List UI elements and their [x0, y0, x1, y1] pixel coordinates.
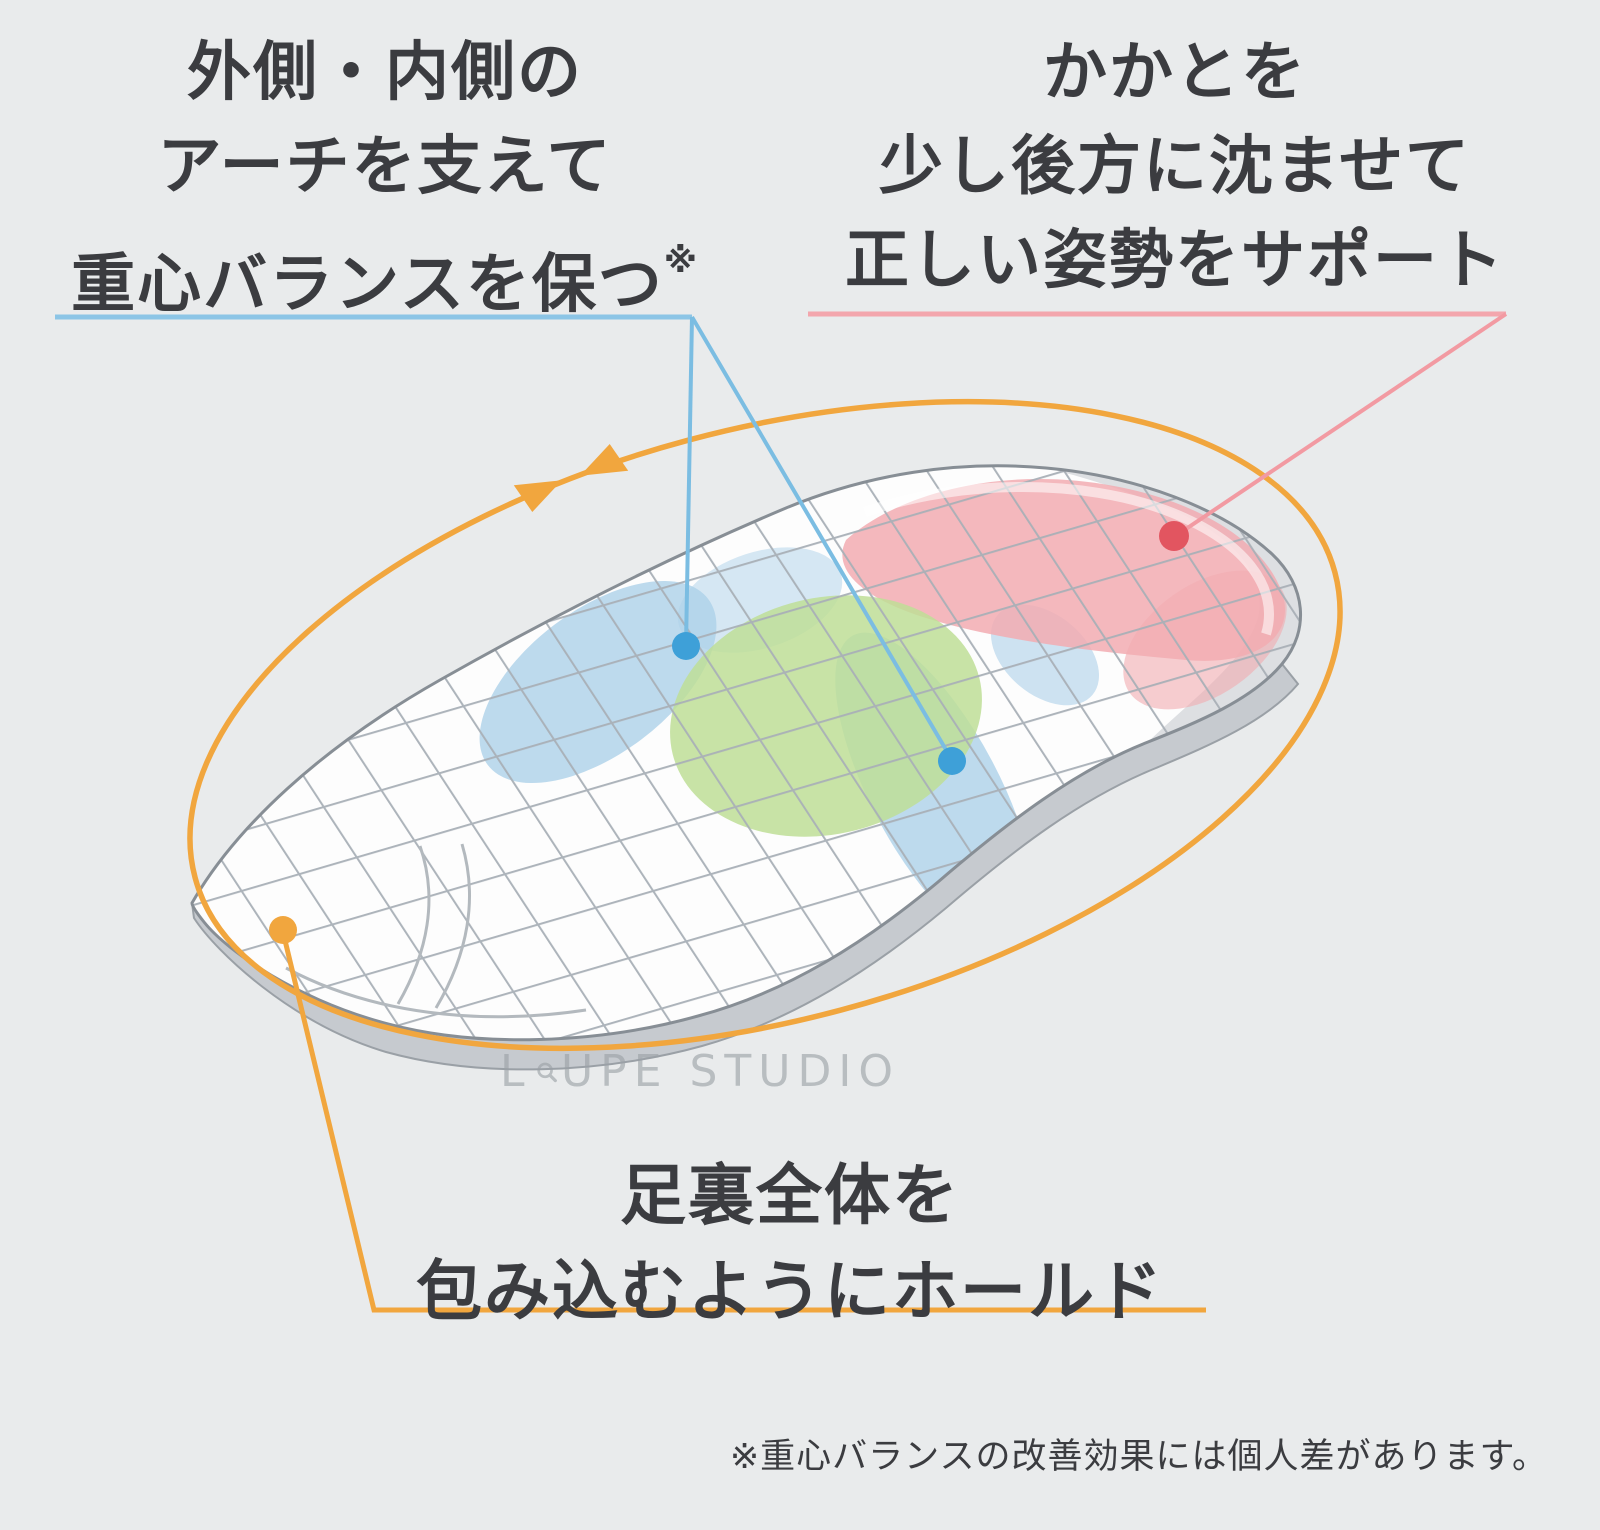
callout-full-sole-hold: 足裏全体を 包み込むようにホールド [240, 1148, 1340, 1340]
watermark-prefix: L [500, 1046, 532, 1097]
marker-dots [269, 521, 1189, 944]
footnote-text: ※重心バランスの改善効果には個人差があります。 [729, 1437, 1548, 1477]
heel-rim-highlight [863, 482, 1274, 636]
loop-arrowhead-right [580, 443, 629, 476]
callout-hold-line2: 包み込むようにホールド [416, 1253, 1164, 1330]
callout-arch-line3-text: 重心バランスを保つ [71, 248, 664, 322]
arch-dot-inner [938, 747, 966, 775]
callout-heel-line1: かかとを [1043, 36, 1307, 110]
hold-dot [269, 916, 297, 944]
callout-hold-line1: 足裏全体を [620, 1157, 960, 1234]
callout-heel-line2: 少し後方に沈ませて [878, 130, 1472, 204]
footnote-mark: ※ [663, 241, 699, 281]
hold-leader [280, 931, 1206, 1313]
watermark: L UPE STUDIO [500, 1046, 900, 1097]
arch-dot-outer [672, 632, 700, 660]
heel-leader [1172, 312, 1508, 539]
callout-heel-support: かかとを 少し後方に沈ませて 正しい姿勢をサポート [800, 26, 1550, 308]
arch-leader-inner [690, 315, 954, 762]
callout-arch-line1: 外側・内側の [187, 36, 583, 110]
leader-lines [55, 311, 1508, 1313]
callout-arch-line2: アーチを支えて [157, 130, 613, 204]
heel-dot [1159, 521, 1189, 551]
toe-fold-lines [285, 843, 587, 1019]
watermark-suffix: UPE STUDIO [560, 1046, 900, 1097]
callout-heel-line3: 正しい姿勢をサポート [845, 224, 1505, 298]
loop-arrowhead-left [513, 480, 562, 513]
arch-leader-outer [684, 316, 694, 646]
callout-arch-line3: 重心バランスを保つ※ [30, 214, 740, 332]
magnifier-icon [536, 1062, 557, 1082]
callout-arch-support: 外側・内側の アーチを支えて 重心バランスを保つ※ [30, 26, 740, 332]
insole-outline [190, 464, 1302, 1042]
